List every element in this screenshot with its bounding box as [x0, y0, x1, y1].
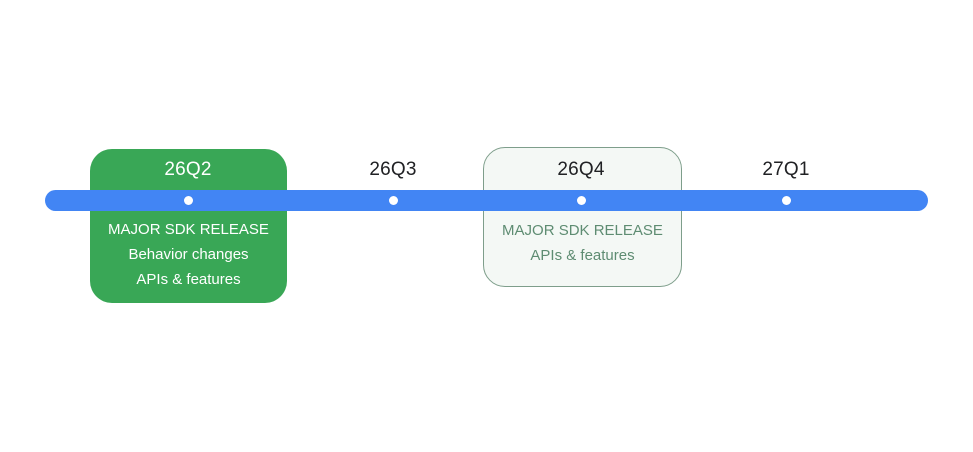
milestone-dot-26q3[interactable]: [388, 196, 398, 205]
milestone-card-line: Behavior changes: [128, 246, 249, 263]
milestone-card-line: MAJOR SDK RELEASE: [502, 222, 663, 239]
quarter-label-26q4: 26Q4: [557, 159, 605, 180]
quarter-label-27q1: 27Q1: [762, 159, 810, 180]
milestone-dot-26q4[interactable]: [576, 196, 586, 205]
quarter-label-26q3: 26Q3: [369, 159, 417, 180]
milestone-dot-26q2[interactable]: [183, 196, 193, 205]
milestone-card-line: APIs & features: [530, 247, 635, 264]
timeline-rail: [45, 190, 928, 211]
milestone-card-line: APIs & features: [136, 271, 241, 288]
milestone-card-line: MAJOR SDK RELEASE: [108, 221, 269, 238]
quarter-label-26q2: 26Q2: [164, 159, 212, 180]
milestone-card-26q4[interactable]: MAJOR SDK RELEASE APIs & features: [483, 147, 682, 287]
milestone-dot-27q1[interactable]: [781, 196, 791, 205]
milestone-card-body-26q4: MAJOR SDK RELEASE APIs & features: [484, 218, 681, 268]
